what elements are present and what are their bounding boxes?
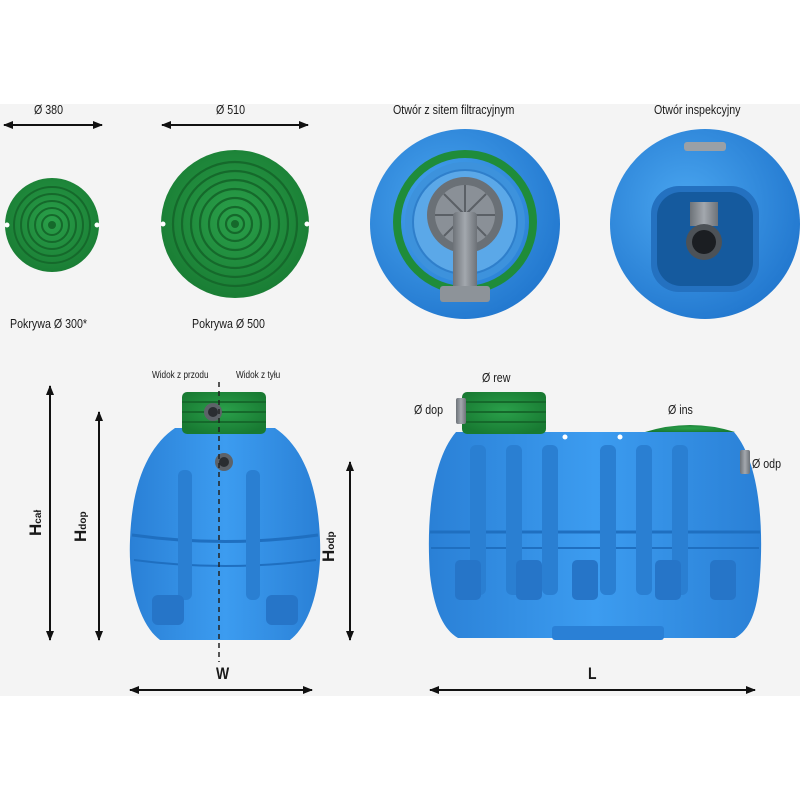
height-total-sub: cał xyxy=(33,509,44,524)
height-inlet-label: Hdop xyxy=(71,511,91,542)
filter-opening-view xyxy=(370,129,560,319)
height-outlet-main: H xyxy=(319,549,338,562)
length-label: L xyxy=(588,664,597,683)
lid-large-500 xyxy=(160,150,310,298)
lid-large-caption: Pokrywa Ø 500 xyxy=(192,316,265,331)
lid-large-dimension-label: Ø 510 xyxy=(216,102,246,117)
revision-diameter-label: Ø rew xyxy=(482,370,511,385)
back-view-label: Widok z tyłu xyxy=(236,370,281,381)
lid-small-caption: Pokrywa Ø 300* xyxy=(10,316,88,331)
outlet-diameter-label: Ø odp xyxy=(752,456,782,471)
height-outlet-label: Hodp xyxy=(319,531,339,562)
height-inlet-main: H xyxy=(71,529,90,542)
lid-small-dimension-label: Ø 380 xyxy=(34,102,64,117)
tank-long-view xyxy=(428,392,762,640)
lid-small-300 xyxy=(4,178,100,272)
inspection-opening-title: Otwór inspekcyjny xyxy=(654,102,741,117)
width-label: W xyxy=(216,664,230,683)
tank-side-view xyxy=(129,382,321,662)
height-total-main: H xyxy=(26,523,45,536)
inlet-diameter-label: Ø dop xyxy=(414,402,444,417)
height-inlet-sub: dop xyxy=(78,511,89,530)
inspection-diameter-label: Ø ins xyxy=(668,402,693,417)
front-view-label: Widok z przodu xyxy=(152,370,209,381)
filter-opening-title: Otwór z sitem filtracyjnym xyxy=(393,102,515,117)
inspection-opening-view xyxy=(610,129,800,319)
height-total-label: Hcał xyxy=(26,510,46,536)
height-outlet-sub: odp xyxy=(326,531,337,550)
